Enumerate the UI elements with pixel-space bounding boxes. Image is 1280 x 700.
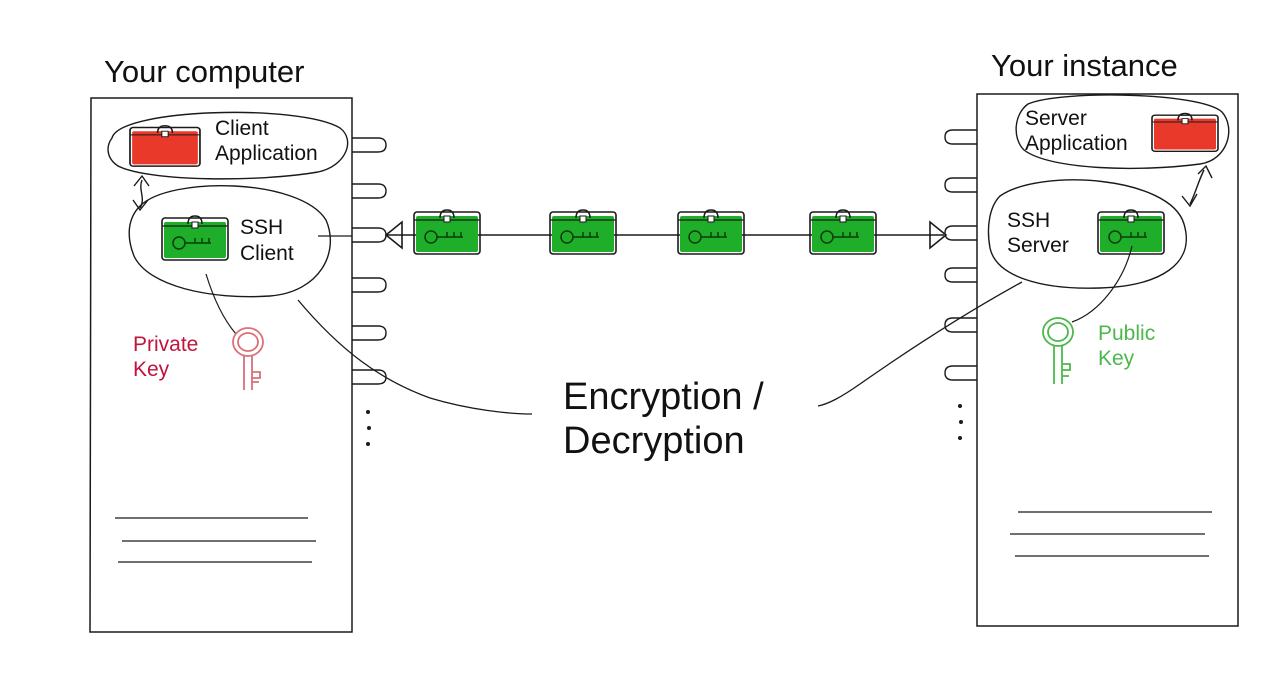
encrypted-packet-icon xyxy=(809,209,877,255)
public-key-label-1: Public xyxy=(1098,322,1156,345)
private-key-label-2: Key xyxy=(133,358,170,381)
left-machine-title: Your computer xyxy=(104,54,305,89)
encrypted-packet-icon xyxy=(677,209,745,255)
server-application-bubble xyxy=(1015,94,1230,170)
ssh-client-label-1: SSH xyxy=(240,216,284,239)
public-key-label-2: Key xyxy=(1098,347,1135,370)
left-computer-frame xyxy=(89,97,353,633)
encryption-label-1: Encryption / xyxy=(563,376,764,418)
ssh-server-bubble xyxy=(987,179,1187,289)
right-ports xyxy=(944,129,977,381)
server-application-label-1: Server xyxy=(1025,107,1087,130)
channel-arrow-left xyxy=(384,220,403,250)
ssh-server-key-toolbox-icon xyxy=(1097,209,1165,255)
left-server-lines xyxy=(115,517,316,563)
server-application-label-2: Application xyxy=(1025,132,1128,155)
right-server-lines xyxy=(1010,511,1212,557)
right-app-ssh-arrow xyxy=(1181,164,1213,208)
right-encryption-line xyxy=(817,281,1023,407)
ssh-server-label-1: SSH xyxy=(1007,209,1051,232)
client-application-bubble xyxy=(107,111,349,180)
ssh-client-label-2: Client xyxy=(240,242,294,265)
left-app-ssh-arrow xyxy=(132,174,150,212)
client-application-toolbox-icon xyxy=(129,124,201,167)
encrypted-packet-icon xyxy=(413,209,481,255)
left-ports xyxy=(352,137,387,385)
private-key-label-1: Private xyxy=(133,333,199,356)
client-application-label-1: Client xyxy=(215,117,269,140)
ssh-client-key-toolbox-icon xyxy=(161,215,229,261)
left-encryption-line xyxy=(297,299,533,415)
right-machine-title: Your instance xyxy=(991,48,1178,83)
encryption-label-2: Decryption xyxy=(563,420,745,462)
right-dots xyxy=(958,404,963,440)
channel-arrow-right xyxy=(929,220,948,250)
client-application-label-2: Application xyxy=(215,142,318,165)
private-key-icon xyxy=(232,327,264,390)
left-dots xyxy=(366,410,371,446)
right-instance-frame xyxy=(976,93,1239,627)
server-application-toolbox-icon xyxy=(1151,112,1219,152)
ssh-server-label-2: Server xyxy=(1007,234,1069,257)
encrypted-packet-icon xyxy=(549,209,617,255)
ssh-client-bubble xyxy=(128,185,331,298)
public-key-icon xyxy=(1042,317,1074,384)
